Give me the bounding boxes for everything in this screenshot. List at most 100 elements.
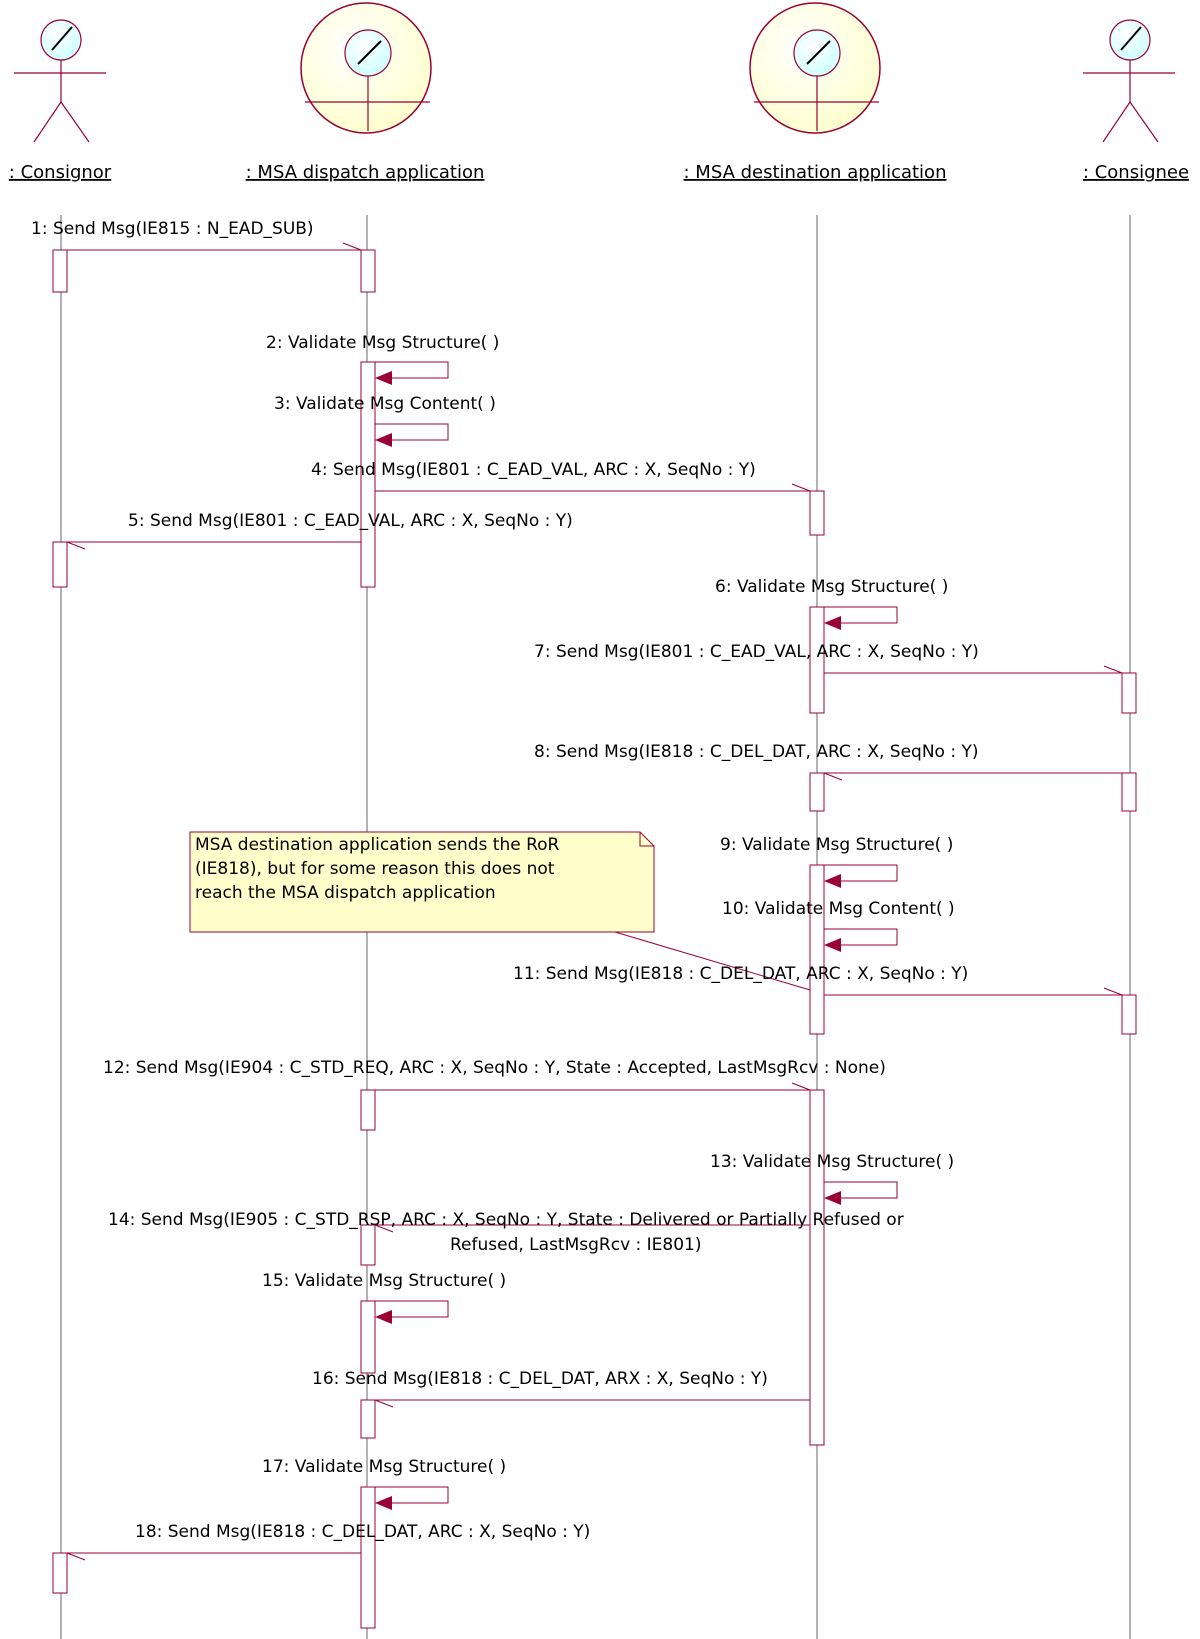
message-arrow <box>824 1181 898 1199</box>
message-14: 14: Send Msg(IE905 : C_STD_RSP, ARC : X,… <box>108 1210 904 1255</box>
message-label: 18: Send Msg(IE818 : C_DEL_DAT, ARC : X,… <box>135 1522 590 1542</box>
message-label: 4: Send Msg(IE801 : C_EAD_VAL, ARC : X, … <box>311 460 756 480</box>
activation-bar <box>360 1224 376 1266</box>
activation-bar <box>52 1552 68 1594</box>
message-10: 10: Validate Msg Content( ) <box>722 899 955 952</box>
message-arrow <box>375 1300 449 1318</box>
participant-consignor: : Consignor <box>9 19 112 183</box>
message-arrow <box>824 606 898 624</box>
message-8: 8: Send Msg(IE818 : C_DEL_DAT, ARC : X, … <box>534 742 1122 781</box>
message-15: 15: Validate Msg Structure( ) <box>262 1271 506 1324</box>
activation-bar <box>809 606 825 714</box>
activation-bar <box>360 249 376 293</box>
message-label: 5: Send Msg(IE801 : C_EAD_VAL, ARC : X, … <box>128 511 573 531</box>
arrowhead <box>375 1496 392 1510</box>
message-label: 12: Send Msg(IE904 : C_STD_REQ, ARC : X,… <box>103 1058 886 1078</box>
participant-label: : Consignor <box>9 162 112 183</box>
activation-bar <box>360 1399 376 1439</box>
arrowhead <box>342 242 362 251</box>
message-label: 16: Send Msg(IE818 : C_DEL_DAT, ARX : X,… <box>312 1369 768 1389</box>
arrowhead <box>375 1310 392 1324</box>
activation-bar <box>809 864 825 1035</box>
note-box <box>189 831 655 933</box>
message-arrow <box>375 423 449 441</box>
message-label-continuation: Refused, LastMsgRcv : IE801) <box>450 1235 702 1255</box>
message-label: 9: Validate Msg Structure( ) <box>720 835 953 855</box>
message-1: 1: Send Msg(IE815 : N_EAD_SUB) <box>31 219 362 251</box>
activations <box>52 249 1137 1629</box>
message-3: 3: Validate Msg Content( ) <box>274 394 496 447</box>
arrowhead <box>791 483 811 492</box>
message-label: 11: Send Msg(IE818 : C_DEL_DAT, ARC : X,… <box>513 964 968 984</box>
message-16: 16: Send Msg(IE818 : C_DEL_DAT, ARX : X,… <box>312 1369 810 1408</box>
activation-bar <box>1121 994 1137 1035</box>
message-label: 17: Validate Msg Structure( ) <box>262 1457 506 1477</box>
message-9: 9: Validate Msg Structure( ) <box>720 835 953 888</box>
message-7: 7: Send Msg(IE801 : C_EAD_VAL, ARC : X, … <box>534 642 1123 674</box>
activation-bar <box>52 249 68 293</box>
activation-bar <box>360 1486 376 1629</box>
message-4: 4: Send Msg(IE801 : C_EAD_VAL, ARC : X, … <box>311 460 811 492</box>
message-label: 7: Send Msg(IE801 : C_EAD_VAL, ARC : X, … <box>534 642 979 662</box>
message-arrow <box>375 1486 449 1504</box>
message-label: 3: Validate Msg Content( ) <box>274 394 496 414</box>
message-12: 12: Send Msg(IE904 : C_STD_REQ, ARC : X,… <box>103 1058 886 1091</box>
message-label: 13: Validate Msg Structure( ) <box>710 1152 954 1172</box>
actor-icon <box>14 19 106 143</box>
message-label: 2: Validate Msg Structure( ) <box>266 333 499 353</box>
messages: 1: Send Msg(IE815 : N_EAD_SUB) 2: Valida… <box>31 219 1123 1561</box>
participant-consignee: : Consignee <box>1083 19 1189 183</box>
message-label: 1: Send Msg(IE815 : N_EAD_SUB) <box>31 219 314 239</box>
message-11: 11: Send Msg(IE818 : C_DEL_DAT, ARC : X,… <box>513 964 1123 996</box>
note-fold <box>639 832 654 847</box>
arrowhead <box>824 1191 841 1205</box>
message-label: 8: Send Msg(IE818 : C_DEL_DAT, ARC : X, … <box>534 742 978 762</box>
application-icon <box>749 2 881 134</box>
arrowhead <box>66 541 86 550</box>
message-18: 18: Send Msg(IE818 : C_DEL_DAT, ARC : X,… <box>66 1522 590 1561</box>
activation-bar <box>1121 772 1137 812</box>
message-arrow <box>375 361 449 379</box>
message-13: 13: Validate Msg Structure( ) <box>710 1152 954 1205</box>
message-arrow <box>824 864 898 882</box>
note-line: (IE818), but for some reason this does n… <box>195 859 555 879</box>
note-line: reach the MSA dispatch application <box>195 883 496 903</box>
message-6: 6: Validate Msg Structure( ) <box>715 577 948 630</box>
participant-dispatch: : MSA dispatch application <box>246 2 485 183</box>
participant-label: : MSA dispatch application <box>246 162 485 183</box>
message-label: 6: Validate Msg Structure( ) <box>715 577 948 597</box>
activation-bar <box>360 361 376 588</box>
activation-bar <box>1121 672 1137 714</box>
note-line: MSA destination application sends the Ro… <box>195 835 560 855</box>
message-label: 10: Validate Msg Content( ) <box>722 899 955 919</box>
arrowhead <box>824 616 841 630</box>
arrowhead <box>375 433 392 447</box>
message-label: 14: Send Msg(IE905 : C_STD_RSP, ARC : X,… <box>108 1210 904 1230</box>
note-connector <box>614 931 811 991</box>
activation-bar <box>360 1089 376 1131</box>
message-5: 5: Send Msg(IE801 : C_EAD_VAL, ARC : X, … <box>66 511 573 550</box>
arrowhead <box>824 874 841 888</box>
application-icon <box>300 2 432 134</box>
participant-label: : MSA destination application <box>684 162 947 183</box>
activation-bar <box>809 772 825 812</box>
activation-bar <box>809 1089 825 1446</box>
arrowhead <box>1103 987 1123 996</box>
activation-bar <box>809 490 825 536</box>
participant-label: : Consignee <box>1083 162 1189 183</box>
message-label: 15: Validate Msg Structure( ) <box>262 1271 506 1291</box>
arrowhead <box>66 1552 86 1561</box>
arrowhead <box>374 1224 394 1233</box>
arrowhead <box>791 1082 811 1091</box>
arrowhead <box>375 371 392 385</box>
arrowhead <box>374 1399 394 1408</box>
activation-bar <box>360 1300 376 1374</box>
message-2: 2: Validate Msg Structure( ) <box>266 333 499 385</box>
arrowhead <box>1103 665 1123 674</box>
activation-bar <box>52 541 68 588</box>
arrowhead <box>824 938 841 952</box>
message-arrow <box>824 928 898 946</box>
actor-icon <box>1083 19 1175 143</box>
note: MSA destination application sends the Ro… <box>189 831 811 991</box>
